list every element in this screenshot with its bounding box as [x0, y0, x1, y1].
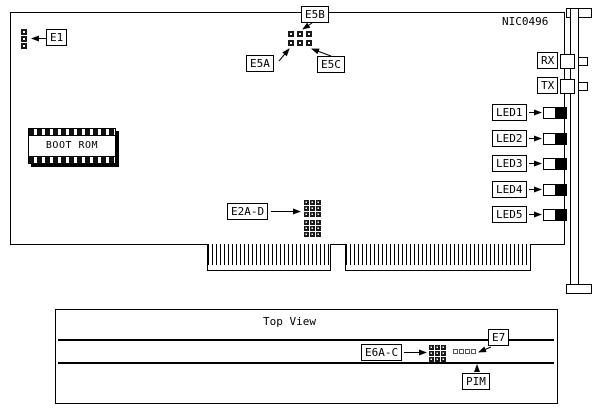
jumper-label-e2a-d: E2A-D	[227, 203, 269, 220]
chip-pins-bottom	[29, 156, 115, 163]
callout-arrows	[31, 22, 542, 372]
top-view-title: Top View	[263, 315, 316, 328]
led1-label: LED1	[492, 104, 527, 121]
led5-label: LED5	[492, 206, 527, 223]
edge-connector-right	[345, 244, 531, 271]
jumper-label-e5b: E5B	[301, 6, 329, 23]
rx-connector	[560, 54, 588, 69]
part-number: NIC0496	[502, 15, 549, 28]
port-label-tx: TX	[537, 77, 559, 94]
mounting-bracket	[566, 8, 592, 294]
jumper-e6a-c-block	[429, 345, 446, 362]
module-label-pim: PIM	[462, 373, 490, 390]
tx-connector	[560, 79, 588, 94]
jumper-e2a-d-block	[304, 200, 321, 237]
boot-rom-label: BOOT ROM	[45, 140, 99, 151]
jumper-e5-block	[288, 31, 312, 46]
jumper-label-e6a-c: E6A-C	[361, 344, 403, 361]
led3-label: LED3	[492, 155, 527, 172]
boot-rom-chip: BOOT ROM	[28, 128, 116, 164]
connector-label-e7: E7	[488, 329, 510, 346]
led4-label: LED4	[492, 181, 527, 198]
chip-pins-top	[29, 129, 115, 136]
jumper-e1	[21, 29, 27, 49]
jumper-label-e1: E1	[46, 29, 68, 46]
jumper-label-e5c: E5C	[317, 56, 345, 73]
top-view-card-lines	[58, 339, 554, 364]
edge-connector-left	[207, 244, 331, 271]
led2-label: LED2	[492, 130, 527, 147]
connector-e7-block	[453, 349, 476, 354]
port-label-rx: RX	[537, 52, 559, 69]
jumper-label-e5a: E5A	[246, 55, 274, 72]
led-components	[543, 107, 567, 221]
